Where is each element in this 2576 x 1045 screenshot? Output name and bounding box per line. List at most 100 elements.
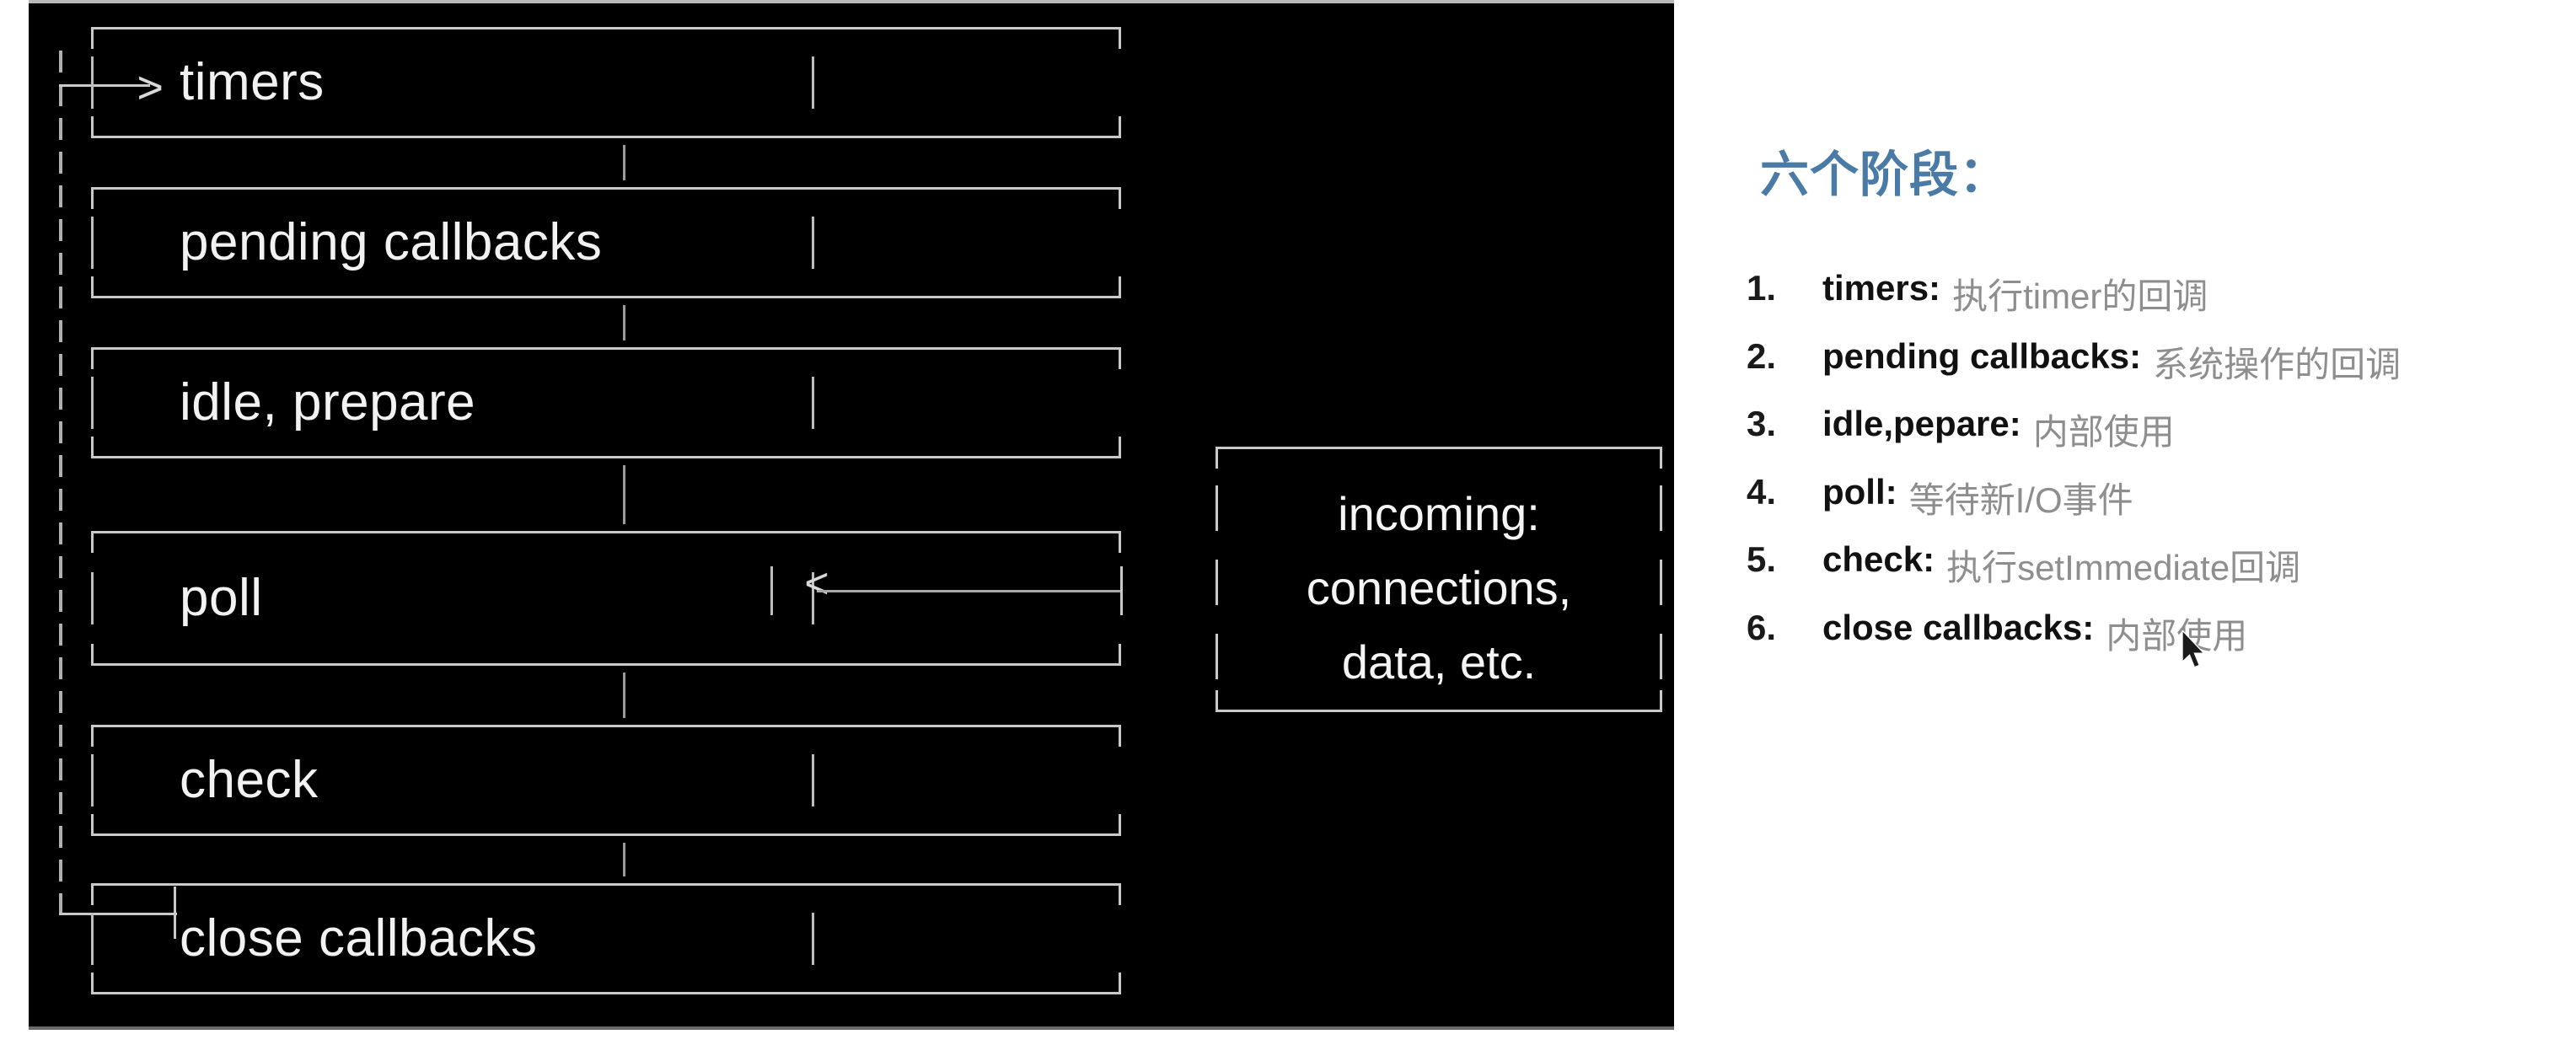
note-term: timers: (1822, 268, 1941, 308)
note-number: 4. (1747, 471, 1777, 512)
phase-box-corner-bl (91, 644, 94, 666)
phase-box-bottom-border (91, 456, 1121, 458)
phase-label: pending callbacks (180, 213, 603, 271)
note-term: close callbacks: (1822, 607, 2095, 647)
io-box-line-3: data, etc. (1341, 635, 1537, 689)
phase-box-bottom-border (91, 992, 1121, 994)
phase-stack: timers pending callbacks idle, prepare poll… (29, 0, 1674, 1030)
phase-box-bottom-border (91, 833, 1121, 836)
phase-box-corner-tr (1119, 27, 1121, 49)
phase-box-corner-br (1119, 116, 1121, 138)
note-term: poll: (1822, 471, 1897, 512)
phase-box-corner-tl (91, 187, 94, 209)
io-box-line-1: incoming: (1338, 487, 1540, 540)
phase-box-pipe-left (91, 217, 94, 269)
phase-box-top-border (91, 347, 1121, 350)
note-number: 5. (1747, 539, 1777, 579)
io-box-line-2: connections, (1306, 561, 1572, 614)
phase-box-pipe-left (91, 56, 94, 109)
phase-box-close-callbacks: close callbacks (91, 883, 1121, 994)
io-box-pipe-l3 (1216, 634, 1218, 679)
event-loop-diagram-panel: > timers pending callbacks idle, prepare po… (29, 0, 1674, 1030)
phase-box-pipe-left (91, 913, 94, 965)
note-term: check: (1822, 539, 1935, 579)
phase-connector-3 (623, 673, 625, 718)
note-term: idle,pepare: (1822, 404, 2021, 443)
phase-label: poll (180, 569, 263, 627)
phase-connector-2 (623, 465, 625, 524)
io-box-corner-tr (1660, 447, 1662, 469)
event-loop-return-line (59, 913, 177, 915)
note-number: 1. (1747, 268, 1777, 308)
phase-box-pipe-right (812, 572, 814, 624)
phase-box-timers: timers (91, 27, 1121, 138)
phase-box-top-border (91, 725, 1121, 727)
phase-box-pipe-right (812, 913, 814, 965)
phase-box-top-border (91, 187, 1121, 190)
phase-box-corner-bl (91, 116, 94, 138)
note-description: 等待新I/O事件 (1908, 480, 2133, 520)
io-box-corner-bl (1216, 690, 1218, 712)
note-description: 执行timer的回调 (1952, 276, 2208, 316)
phase-box-pipe-left (91, 572, 94, 624)
phase-box-pending-callbacks: pending callbacks (91, 187, 1121, 298)
incoming-connections-box: incoming: connections, data, etc. (1216, 447, 1662, 712)
phase-box-corner-br (1119, 437, 1121, 458)
event-loop-return-tip (174, 887, 176, 939)
phase-box-bottom-border (91, 136, 1121, 138)
phase-box-poll: poll (91, 531, 1121, 666)
io-box-pipe-r3 (1660, 634, 1662, 679)
phase-label: timers (180, 53, 325, 111)
phase-connector-4 (623, 843, 625, 876)
phase-box-corner-br (1119, 644, 1121, 666)
note-description: 内部使用 (2106, 615, 2248, 656)
phase-box-corner-tr (1119, 187, 1121, 209)
event-loop-entry-arrow-icon: > (137, 66, 164, 117)
phase-label: close callbacks (180, 909, 538, 967)
phase-box-corner-br (1119, 814, 1121, 836)
note-description: 内部使用 (2032, 412, 2175, 452)
phase-box-bottom-border (91, 296, 1121, 298)
phase-box-corner-bl (91, 276, 94, 298)
phase-box-pipe-right (812, 56, 814, 109)
phase-box-pipe-right (812, 217, 814, 269)
phase-box-pipe-left (91, 754, 94, 807)
io-box-bottom-border (1216, 710, 1662, 712)
phase-connector-0 (623, 145, 625, 180)
io-box-pipe-r1 (1660, 485, 1662, 531)
phase-label: idle, prepare (180, 373, 476, 431)
phase-box-corner-br (1119, 276, 1121, 298)
io-box-pipe-r2 (1660, 560, 1662, 605)
phase-box-pipe-right (812, 754, 814, 807)
phase-box-corner-tr (1119, 725, 1121, 747)
phase-box-corner-bl (91, 814, 94, 836)
phase-box-bottom-border (91, 663, 1121, 666)
phase-connector-1 (623, 305, 625, 340)
io-box-corner-tl (1216, 447, 1218, 469)
note-description: 执行setImmediate回调 (1946, 548, 2301, 587)
phase-box-corner-tl (91, 725, 94, 747)
phase-box-top-border (91, 27, 1121, 29)
note-term: pending callbacks: (1822, 335, 2142, 376)
phase-box-corner-tl (91, 883, 94, 905)
io-box-corner-br (1660, 690, 1662, 712)
io-box-top-border (1216, 447, 1662, 449)
phase-box-check: check (91, 725, 1121, 836)
note-number: 2. (1747, 335, 1777, 376)
note-description: 系统操作的回调 (2153, 344, 2402, 384)
io-arrow-head-icon: < (804, 563, 830, 611)
phase-box-corner-tr (1119, 347, 1121, 369)
phase-box-corner-tl (91, 347, 94, 369)
phase-box-top-border (91, 531, 1121, 533)
io-box-pipe-l1 (1216, 485, 1218, 531)
event-loop-entry-arrow-line (59, 84, 150, 87)
phase-box-corner-tl (91, 531, 94, 553)
phase-box-corner-tl (91, 27, 94, 49)
note-number: 6. (1747, 607, 1777, 647)
event-loop-rail (59, 51, 62, 917)
phase-box-pipe-left (91, 377, 94, 429)
phase-label: check (180, 751, 319, 809)
io-arrow-tail (1120, 566, 1123, 615)
phase-box-top-border (91, 883, 1121, 886)
